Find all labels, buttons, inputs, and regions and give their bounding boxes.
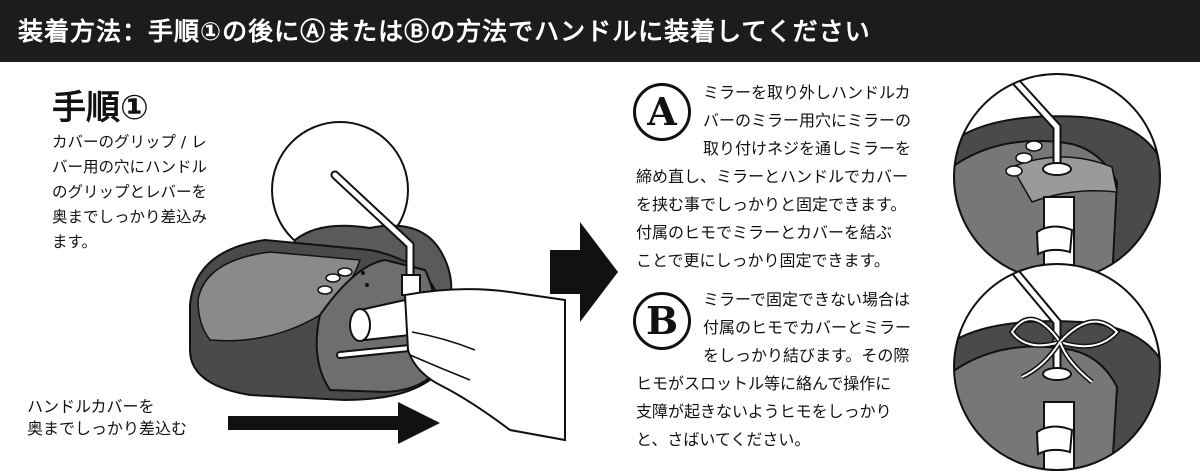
step1-line: のグリップとレバーを <box>52 183 208 201</box>
mirror-hole <box>317 285 333 295</box>
page-title: 装着方法：手順①の後にⒶまたはⒷの方法でハンドルに装着してください <box>18 17 871 46</box>
method-a-line: ミラーを取り外しハンドルカ <box>703 83 911 102</box>
step1-heading: 手順① <box>52 88 149 128</box>
header-bar: 装着方法：手順①の後にⒶまたはⒷの方法でハンドルに装着してください <box>0 0 1200 62</box>
next-step-arrow <box>550 222 618 322</box>
method-b-badge: B <box>633 292 691 350</box>
insert-caption-line: ハンドルカバーを <box>27 397 155 416</box>
method-b-line: ヒモがスロットル等に絡んで操作に <box>636 374 892 393</box>
hand-finger <box>409 354 471 381</box>
method-b-line: 付属のヒモでカバーとミラー <box>703 318 912 337</box>
method-a-line: 付属のヒモでミラーとカバーを結ぶ <box>636 223 893 242</box>
step1-line: ます。 <box>52 233 97 251</box>
step1-line: 奥までしっかり差込み <box>52 208 208 226</box>
method-b-line: 支障が起きないようヒモをしっかり <box>636 402 892 421</box>
method-b-line: をしっかり結びます。その際 <box>703 346 910 365</box>
method-b-detail <box>953 263 1161 471</box>
hand-arm <box>403 288 566 442</box>
method-a-line: ことで更にしっかり固定できます。 <box>636 251 890 270</box>
mirror-hole <box>325 273 341 283</box>
method-b-line: ミラーで固定できない場合は <box>703 290 911 309</box>
insert-caption-line: 奥までしっかり差込む <box>27 419 188 438</box>
step1-line: カバーのグリップ / レ <box>52 133 207 151</box>
handle-lever <box>338 346 412 357</box>
insert-caption: ハンドルカバーを 奥までしっかり差込む <box>27 396 187 440</box>
mirror-hole <box>365 283 369 287</box>
method-a-line: 締め直し、ミラーとハンドルでカバー <box>636 167 909 186</box>
hand-finger <box>411 331 476 351</box>
method-a-badge: A <box>633 83 691 141</box>
mirror-hole <box>361 271 365 275</box>
method-a-line: を挟む事でしっかりと固定できます。 <box>636 195 907 214</box>
method-b-line: と、さばいてください。 <box>636 430 811 449</box>
mirror-hole <box>337 267 353 277</box>
step1-instructions: カバーのグリップ / レ バー用の穴にハンドル のグリップとレバーを 奥までしっ… <box>52 130 262 255</box>
method-a-detail <box>953 73 1161 281</box>
method-a-line: 取り付けネジを通しミラーを <box>703 139 912 158</box>
step1-illustration <box>189 121 566 442</box>
insert-arrow <box>228 402 440 444</box>
step1-line: バー用の穴にハンドル <box>52 158 208 176</box>
mirror-stem <box>332 172 413 278</box>
method-a-line: バーのミラー用穴にミラーの <box>703 111 912 130</box>
handle-grip-end <box>349 308 371 342</box>
